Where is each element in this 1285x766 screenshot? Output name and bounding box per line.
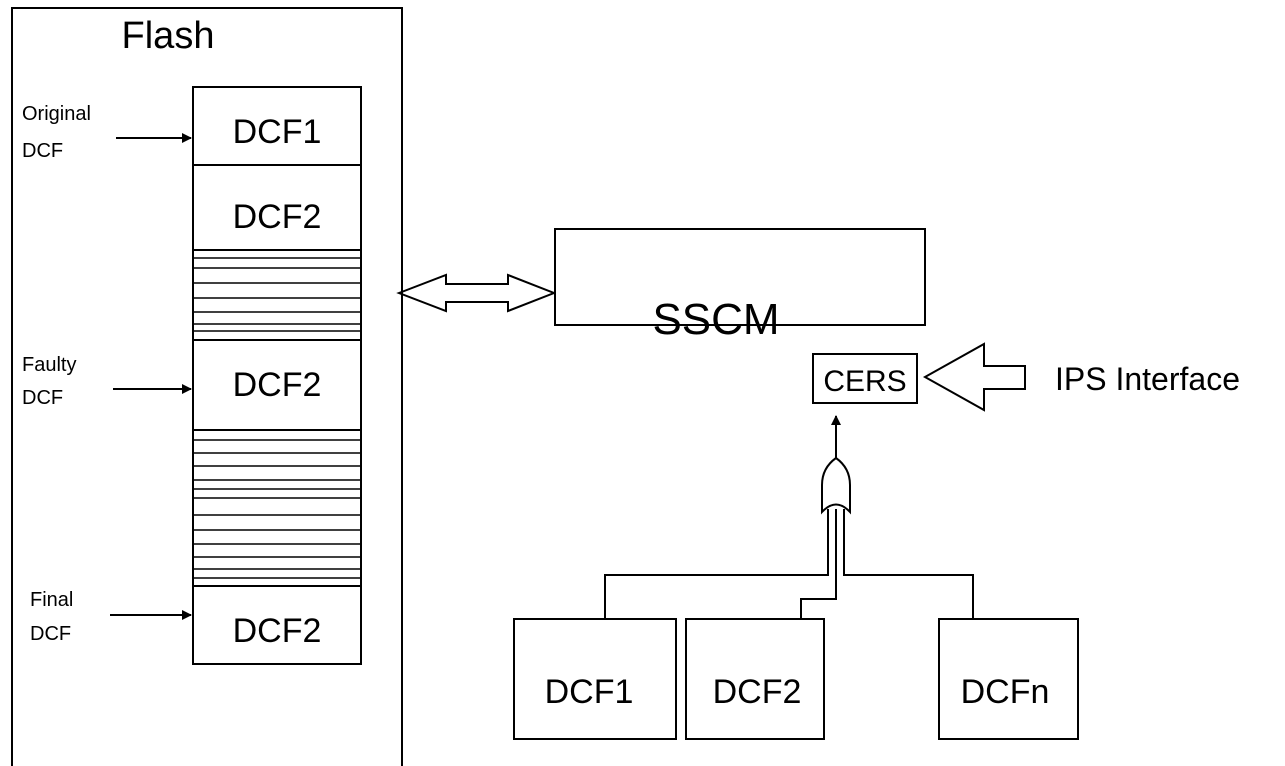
source-dcfn-label: DCFn [961, 673, 1050, 711]
sscm-label: SSCM [652, 295, 779, 344]
pointer-original-line1: Original [22, 103, 91, 125]
ips-interface-label: IPS Interface [1055, 361, 1240, 397]
flash-stripes-upper [193, 257, 361, 332]
pointer-original-dcf: Original DCF [22, 103, 192, 162]
flash-block-dcf2-b: DCF2 [233, 366, 322, 404]
pointer-faulty-line1: Faulty [22, 354, 76, 376]
or-gate-input-wires [604, 509, 974, 619]
flash-memory-column [192, 86, 362, 665]
ips-input-arrow [922, 342, 1026, 412]
pointer-faulty-dcf: Faulty DCF [22, 354, 192, 409]
sscm-block [554, 228, 926, 326]
pointer-original-line2: DCF [22, 140, 63, 162]
flash-stripes-lower [193, 439, 361, 579]
flash-block-dcf2-a: DCF2 [233, 198, 322, 236]
source-dcfn-box [938, 618, 1079, 740]
source-dcf1-box [513, 618, 677, 740]
pointer-final-line1: Final [30, 589, 73, 611]
source-dcf1-label: DCF1 [545, 673, 634, 711]
bidirectional-arrow [396, 273, 557, 313]
cers-register [812, 353, 918, 404]
pointer-faulty-line2: DCF [22, 387, 63, 409]
pointer-final-dcf: Final DCF [30, 589, 192, 645]
flash-block-dcf1: DCF1 [233, 113, 322, 151]
or-gate [821, 456, 851, 515]
pointer-final-line2: DCF [30, 623, 71, 645]
cers-label: CERS [823, 365, 906, 398]
source-dcf2-box [685, 618, 825, 740]
flash-title: Flash [122, 15, 215, 57]
source-dcf2-label: DCF2 [713, 673, 802, 711]
flash-block-dcf2-c: DCF2 [233, 612, 322, 650]
